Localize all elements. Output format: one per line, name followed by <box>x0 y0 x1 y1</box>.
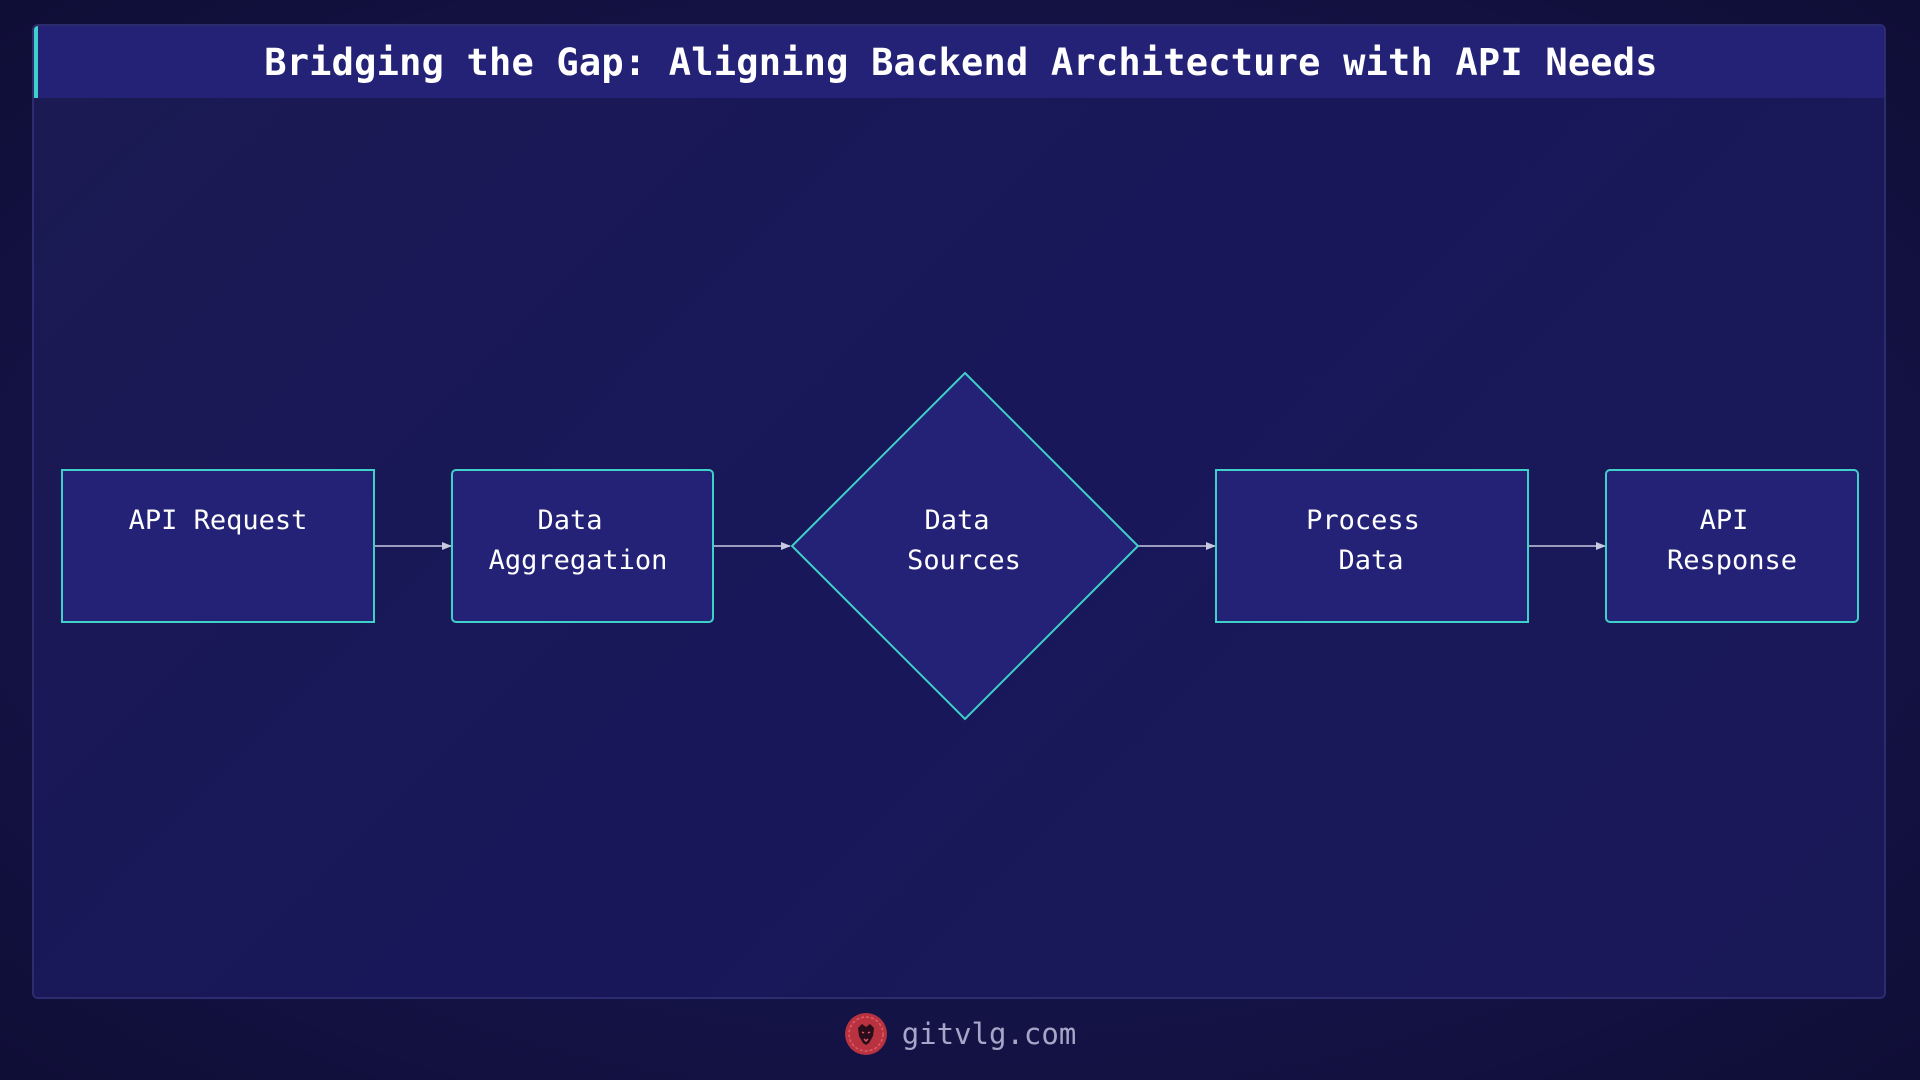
node-data-sources: Data Sources <box>790 371 1140 721</box>
node-process-data-shape <box>1215 469 1529 623</box>
footer: gitvlg.com <box>0 1012 1920 1056</box>
node-data-aggregation-label-line1: Data <box>537 505 602 536</box>
node-data-sources-label-line2: Sources <box>907 545 1021 576</box>
node-data-sources-shape <box>790 371 1140 721</box>
node-api-response: API Response <box>1605 469 1859 623</box>
lion-logo-icon <box>844 1013 887 1055</box>
node-api-request-shape <box>61 469 375 623</box>
node-api-response-label-line1: API <box>1700 505 1749 536</box>
node-api-request: API Request <box>61 469 375 623</box>
node-process-data: Process Data <box>1215 469 1529 623</box>
node-data-aggregation-label-line2: Aggregation <box>489 545 668 576</box>
node-data-aggregation-shape <box>451 469 714 623</box>
node-data-sources-label-line1: Data <box>924 505 989 536</box>
node-process-data-label-line1: Process <box>1306 505 1420 536</box>
node-process-data-label-line2: Data <box>1338 545 1403 576</box>
node-api-response-shape <box>1605 469 1859 623</box>
diagram-title: Bridging the Gap: Aligning Backend Archi… <box>264 40 1658 84</box>
footer-site-text[interactable]: gitvlg.com <box>901 1017 1077 1051</box>
node-api-request-label: API Request <box>129 505 308 536</box>
node-data-aggregation: Data Aggregation <box>451 469 714 623</box>
node-api-response-label-line2: Response <box>1667 545 1797 576</box>
title-bar: Bridging the Gap: Aligning Backend Archi… <box>34 26 1884 98</box>
